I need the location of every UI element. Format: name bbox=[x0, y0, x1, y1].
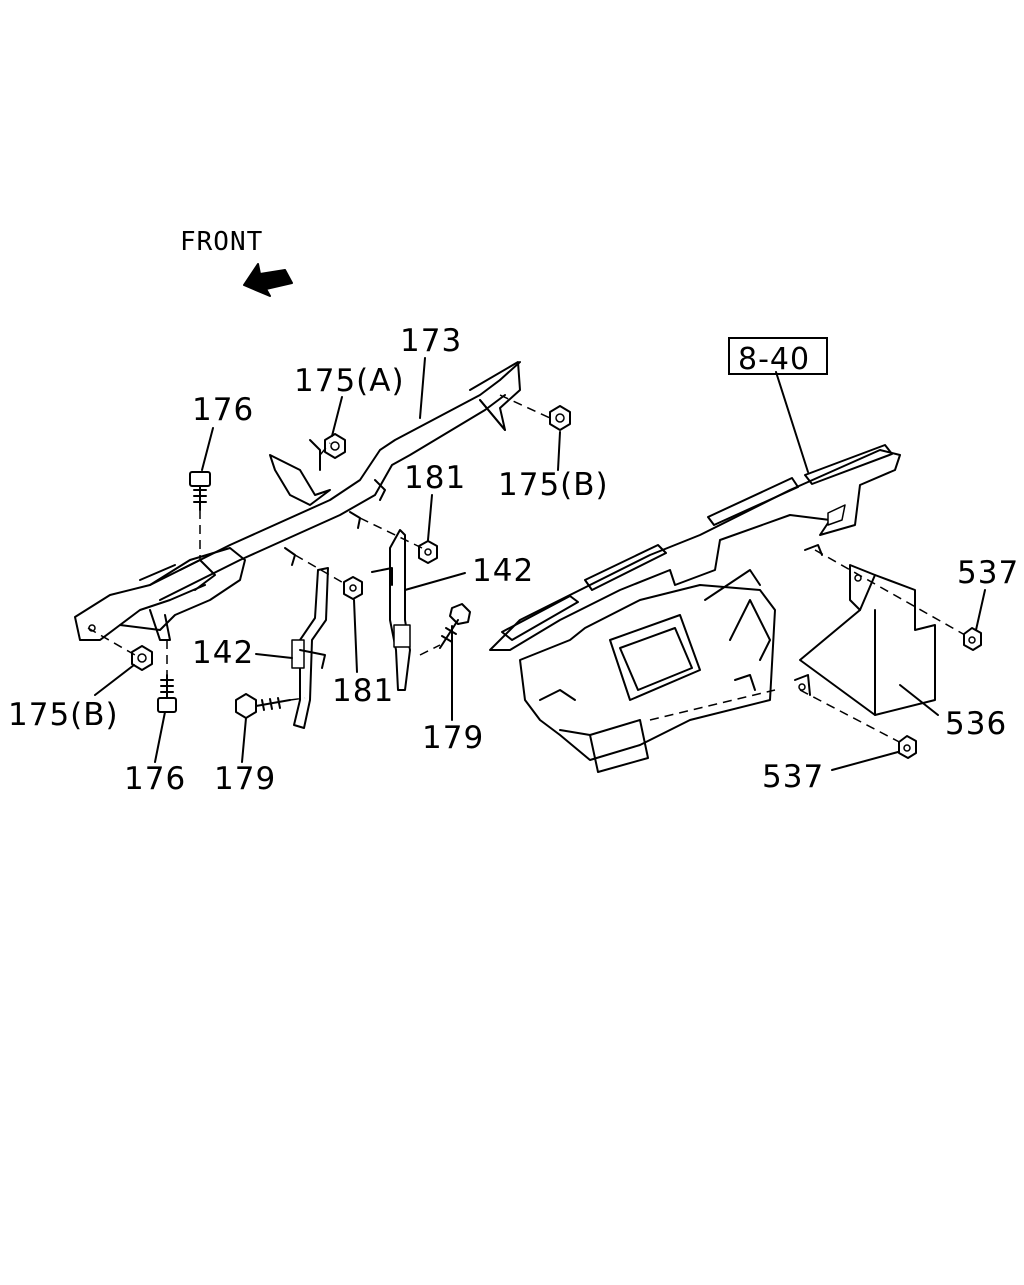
bolt-179-right bbox=[439, 603, 471, 649]
callout-175b-left[interactable]: 175(B) bbox=[8, 697, 119, 733]
leader-lines bbox=[94, 357, 986, 771]
bolt-179-left bbox=[235, 693, 291, 719]
bolt-176-bottom bbox=[157, 674, 177, 713]
brace-142-left bbox=[291, 567, 329, 729]
callout-537-top[interactable]: 537 bbox=[957, 555, 1020, 591]
nut-537-top bbox=[963, 627, 982, 651]
nut-175b-right bbox=[549, 405, 571, 431]
nut-181-top bbox=[418, 540, 438, 564]
callout-142-left[interactable]: 142 bbox=[192, 635, 255, 671]
heater-duct-unit bbox=[489, 444, 901, 773]
nut-537-bottom bbox=[898, 735, 917, 759]
callout-179-left[interactable]: 179 bbox=[214, 761, 277, 797]
callout-176-bottom[interactable]: 176 bbox=[124, 761, 187, 797]
nut-175a bbox=[324, 433, 346, 459]
front-label: FRONT bbox=[180, 227, 264, 257]
callout-181-top[interactable]: 181 bbox=[404, 460, 467, 496]
callout-536[interactable]: 536 bbox=[945, 706, 1008, 742]
bolt-176-top bbox=[189, 471, 211, 511]
callout-173[interactable]: 173 bbox=[400, 323, 463, 359]
reference-section-label: 8-40 bbox=[738, 342, 811, 377]
nut-175b-left bbox=[131, 645, 153, 671]
reference-box[interactable]: 8-40 bbox=[728, 337, 828, 377]
cross-member-173 bbox=[74, 361, 521, 641]
nut-181-bottom bbox=[343, 576, 363, 600]
callout-142-right[interactable]: 142 bbox=[472, 553, 535, 589]
front-arrow-icon bbox=[243, 263, 293, 297]
callout-175b-right[interactable]: 175(B) bbox=[498, 467, 609, 503]
brace-142-right bbox=[371, 529, 411, 691]
callout-181-bottom[interactable]: 181 bbox=[332, 673, 395, 709]
callout-179-right[interactable]: 179 bbox=[422, 720, 485, 756]
callout-537-bottom[interactable]: 537 bbox=[762, 759, 825, 795]
callout-176-top[interactable]: 176 bbox=[192, 392, 255, 428]
cover-536 bbox=[794, 544, 936, 716]
callout-175a[interactable]: 175(A) bbox=[294, 363, 405, 399]
